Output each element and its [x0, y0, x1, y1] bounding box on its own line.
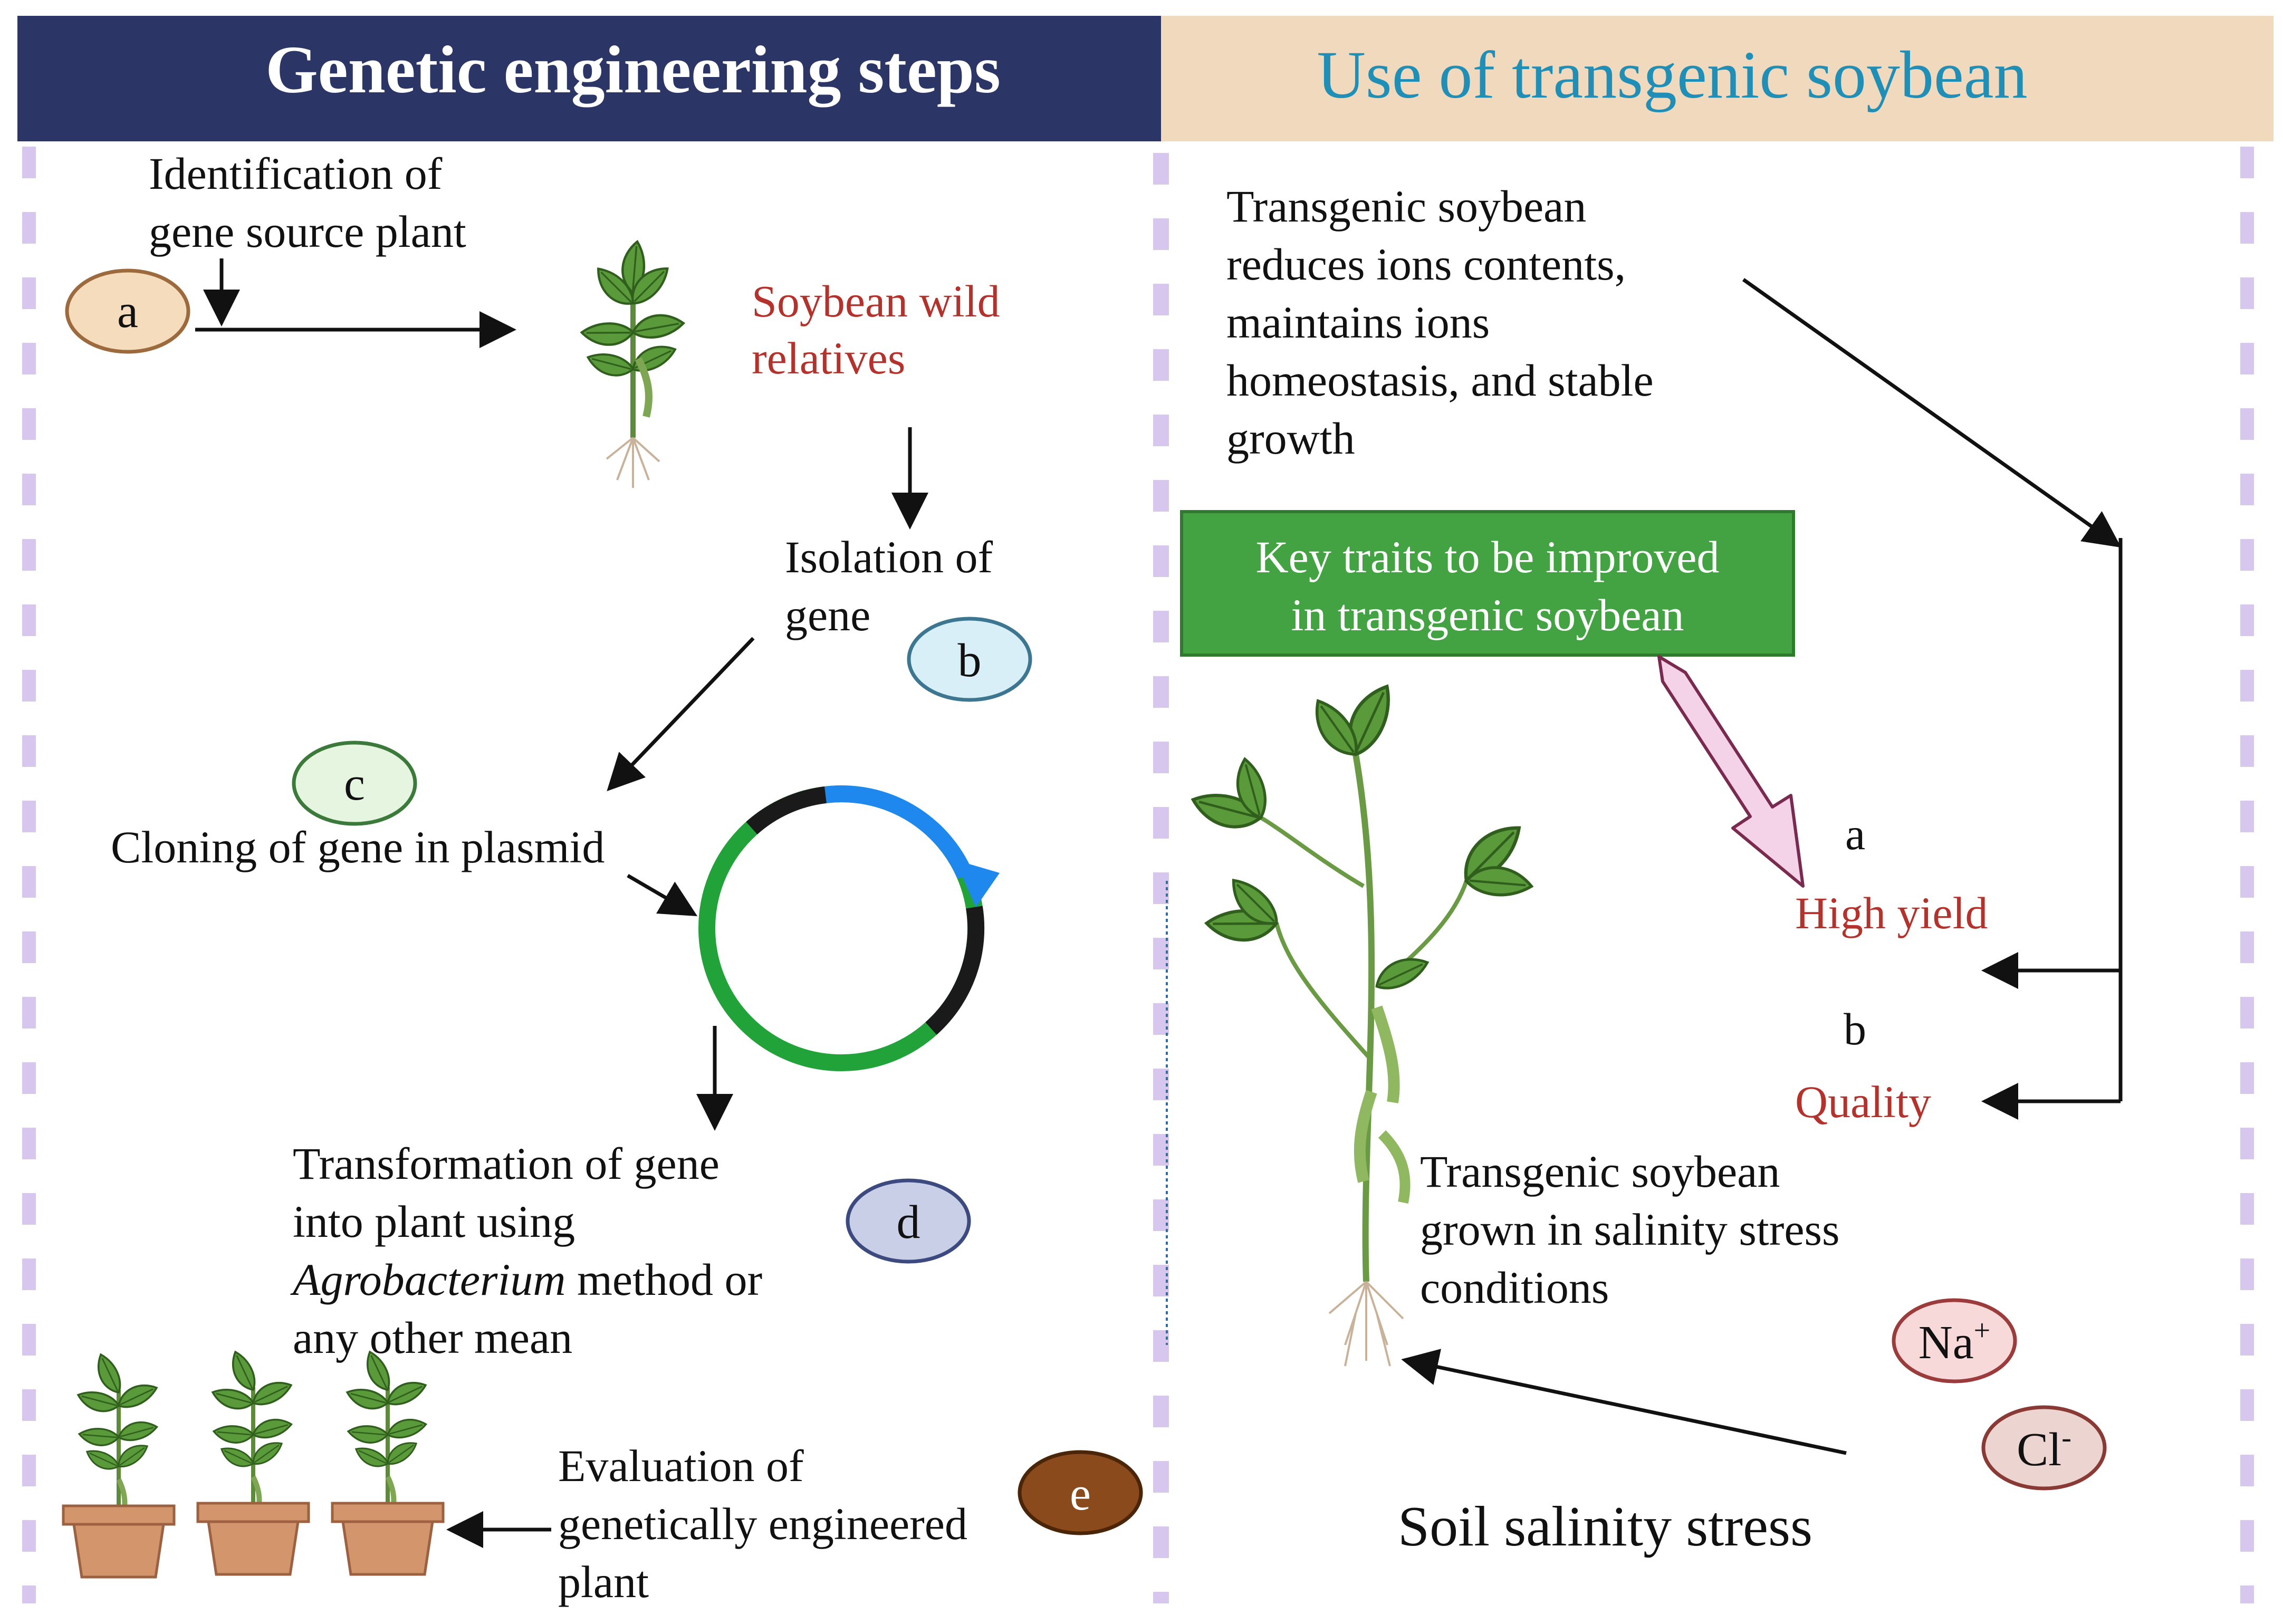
step-d-label-line4: any other mean [293, 1312, 572, 1363]
right-desc-line2: reduces ions contents, [1226, 239, 1626, 290]
potted-plant-3-icon [332, 1349, 443, 1574]
right-desc-line3: maintains ions [1226, 297, 1490, 348]
left-header-title: Genetic engineering steps [265, 32, 1001, 107]
trait-b-letter: b [1844, 1004, 1866, 1054]
trait-a-label: High yield [1795, 888, 1988, 938]
plant-caption-line2: grown in salinity stress [1420, 1204, 1839, 1255]
badge-b [907, 617, 1032, 702]
cl-ion-label: Cl- [2017, 1421, 2071, 1476]
wild-relatives-line1: Soybean wild [752, 276, 1000, 326]
na-ion-badge [1892, 1298, 2017, 1383]
right-header-bg [1161, 16, 2274, 141]
wild-relatives-line2: relatives [752, 333, 905, 383]
na-ion-label: Na+ [1919, 1314, 1991, 1369]
arrow-cloning-to-plasmid [627, 873, 698, 917]
step-e-label-line3: plant [558, 1556, 649, 1607]
step-d-label-line2: into plant using [293, 1196, 575, 1247]
potted-plant-2-icon [198, 1349, 309, 1574]
arrow-desc-to-bracket [1742, 278, 2122, 548]
pink-arrow-icon [1657, 655, 1805, 888]
badge-c-letter: c [344, 758, 365, 810]
right-desc-line5: growth [1226, 413, 1355, 464]
step-e-label-line2: genetically engineered [558, 1498, 967, 1549]
right-desc-line4: homeostasis, and stable [1226, 355, 1654, 406]
badge-a-letter: a [117, 285, 138, 338]
step-b-label-line2: gene [785, 590, 870, 640]
badge-e [1018, 1450, 1143, 1535]
arrow-salinity-to-plant [1401, 1349, 1847, 1455]
step-e-label-line1: Evaluation of [558, 1440, 804, 1491]
key-traits-line1: Key traits to be improved [1256, 532, 1720, 582]
arrow-isolation-to-cloning [607, 637, 755, 792]
left-header-bg [17, 16, 1161, 141]
step-a-label-line1: Identification of [149, 148, 443, 199]
badge-c [292, 741, 417, 826]
cl-ion-badge [1981, 1405, 2107, 1491]
potted-plant-1-icon [63, 1351, 174, 1577]
key-traits-box [1180, 510, 1795, 657]
badge-d [846, 1178, 971, 1264]
step-b-label-line1: Isolation of [785, 532, 993, 582]
soybean-wild-plant-icon [581, 240, 684, 488]
right-header-title: Use of transgenic soybean [1317, 37, 2027, 112]
badge-e-letter: e [1070, 1468, 1091, 1520]
trait-a-letter: a [1845, 809, 1865, 859]
right-desc-line1: Transgenic soybean [1226, 181, 1586, 232]
plasmid-icon [698, 785, 1000, 1071]
step-d-label-line1: Transformation of gene [293, 1138, 720, 1189]
soil-salinity-label: Soil salinity stress [1398, 1495, 1812, 1558]
transgenic-plant-icon [1188, 679, 1533, 1367]
badge-d-letter: d [897, 1196, 920, 1248]
step-c-label: Cloning of gene in plasmid [111, 822, 605, 872]
step-d-label-line3: Agrobacterium method or [290, 1254, 762, 1305]
badge-b-letter: b [958, 635, 982, 687]
badge-a [65, 268, 190, 354]
plant-caption-line1: Transgenic soybean [1420, 1146, 1780, 1197]
plant-caption-line3: conditions [1420, 1262, 1609, 1313]
key-traits-line2: in transgenic soybean [1291, 590, 1684, 640]
step-a-label-line2: gene source plant [149, 206, 466, 257]
trait-b-label: Quality [1795, 1077, 1931, 1127]
